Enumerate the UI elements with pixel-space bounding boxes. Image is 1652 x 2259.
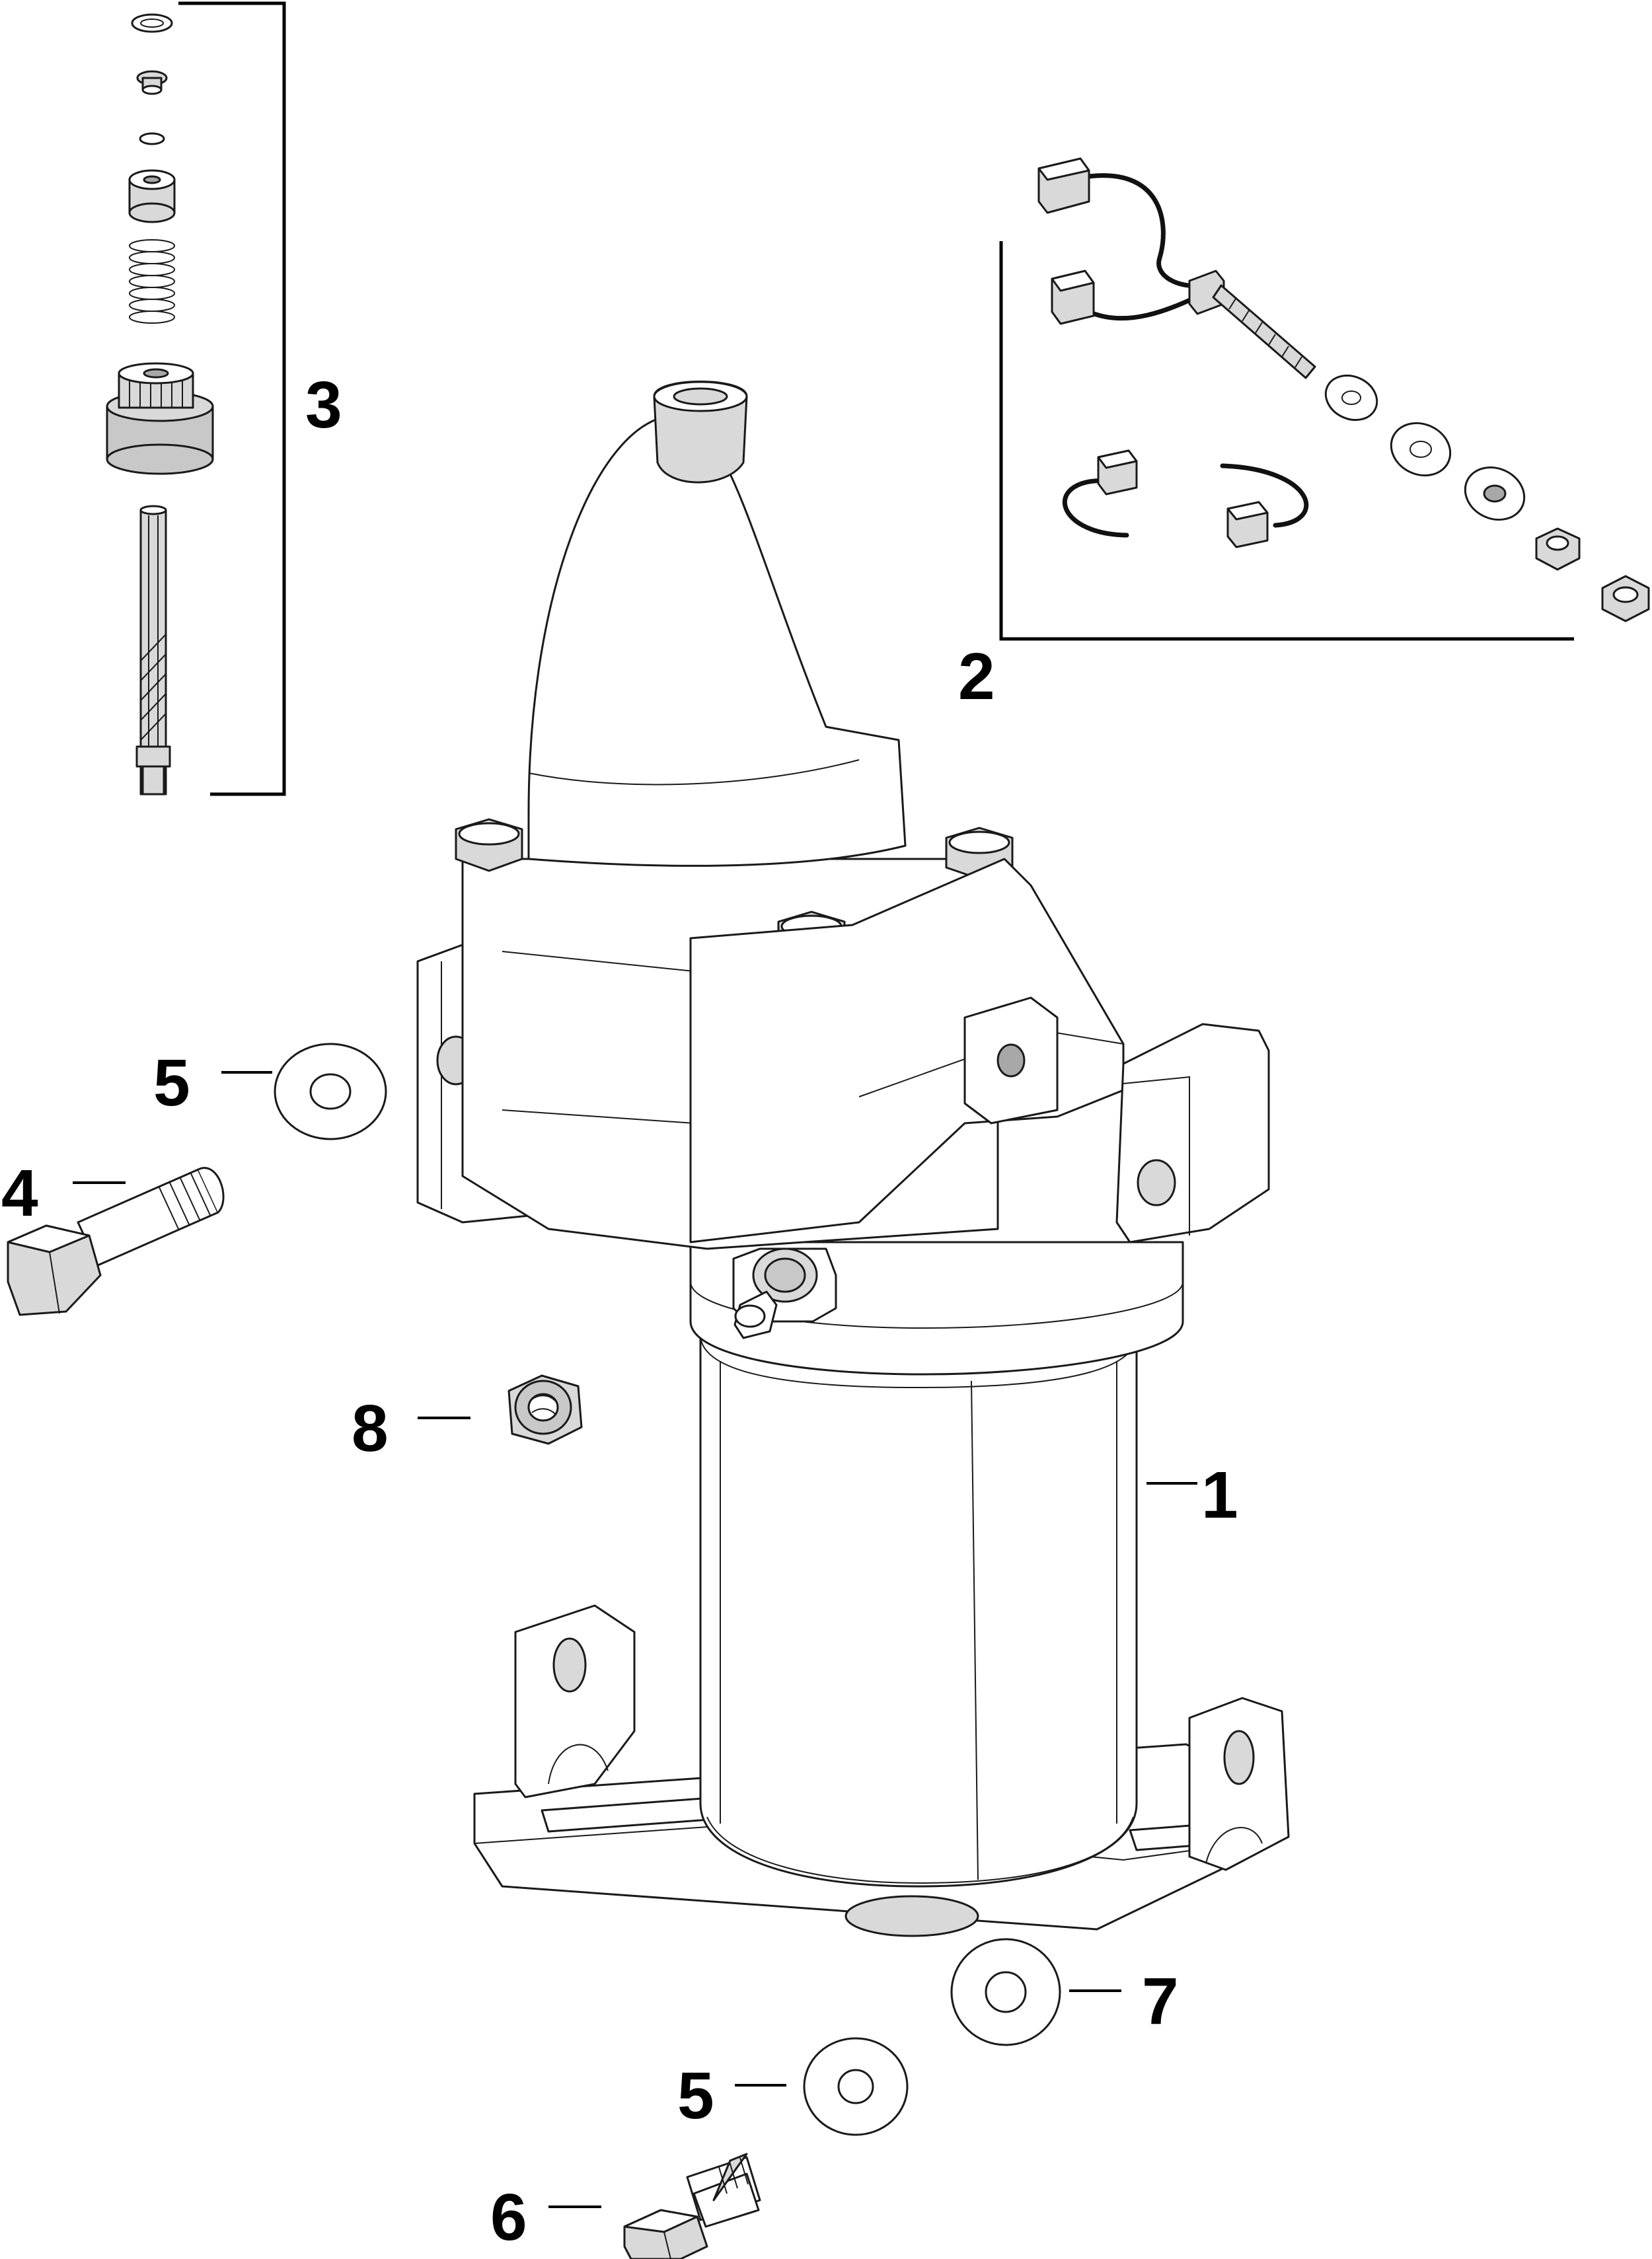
callout-2: 2 bbox=[958, 640, 995, 714]
bolt-4 bbox=[7, 1167, 225, 1316]
callout-7: 7 bbox=[1142, 1964, 1179, 2038]
drive-kit-cup-washer bbox=[136, 70, 168, 95]
drive-kit-shaft bbox=[135, 505, 171, 796]
brush-spring-clip-1 bbox=[1062, 449, 1138, 538]
callout-5-lower: 5 bbox=[677, 2059, 714, 2133]
callout-5-upper: 5 bbox=[153, 1046, 190, 1120]
callout-6: 6 bbox=[490, 2180, 527, 2254]
starter-flange-right bbox=[1115, 1023, 1270, 1243]
drive-kit-pinion-gear bbox=[106, 362, 214, 475]
brush-block-2 bbox=[1051, 270, 1095, 325]
brush-kit-nut-2 bbox=[1601, 575, 1650, 622]
brush-kit-washer-2 bbox=[1390, 422, 1452, 477]
callout-1: 1 bbox=[1201, 1458, 1238, 1532]
callout-3: 3 bbox=[305, 368, 342, 442]
starter-end-frame bbox=[689, 1241, 1184, 1376]
drive-kit-assembly bbox=[106, 13, 214, 796]
drive-kit-spring bbox=[129, 239, 175, 324]
drive-kit-collar bbox=[128, 169, 176, 223]
starter-foot-ear-left bbox=[514, 1604, 636, 1798]
starter-upper-housing bbox=[416, 818, 1270, 1250]
brush-terminal-stud bbox=[1188, 270, 1316, 379]
starter-foot-boss bbox=[845, 1895, 979, 1937]
callout-4: 4 bbox=[1, 1156, 38, 1230]
brush-spring-clip-2 bbox=[1220, 463, 1309, 548]
starter-nose-cone bbox=[527, 381, 907, 867]
brush-kit-assembly bbox=[1037, 157, 1650, 622]
nut-8 bbox=[507, 1374, 583, 1445]
bolt-6 bbox=[623, 2153, 761, 2259]
callout-8: 8 bbox=[352, 1391, 389, 1465]
washer-5-lower bbox=[803, 2037, 909, 2136]
starter-motor bbox=[416, 381, 1290, 1937]
starter-motor-housing bbox=[699, 1333, 1138, 1888]
washer-7 bbox=[950, 1938, 1061, 2046]
starter-housing-bolt-left bbox=[455, 818, 523, 872]
washer-5-upper bbox=[274, 1043, 387, 1140]
brush-block-1 bbox=[1037, 157, 1090, 214]
brush-kit-nut-1 bbox=[1535, 527, 1581, 571]
drive-kit-bracket bbox=[178, 1, 286, 796]
brush-kit-washer-1 bbox=[1324, 374, 1378, 422]
brush-kit-bracket bbox=[999, 241, 1574, 641]
